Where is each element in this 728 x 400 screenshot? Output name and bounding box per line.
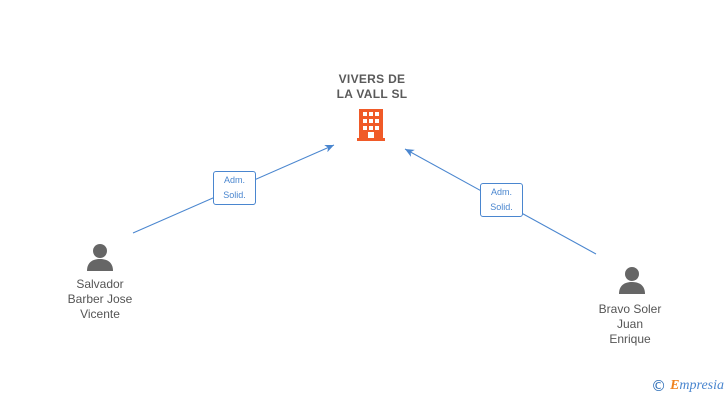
person-name-line: Barber Jose	[67, 292, 133, 306]
company-name[interactable]: VIVERS DE LA VALL SL	[322, 72, 422, 102]
copyright-icon: ©	[651, 377, 667, 395]
person-name-line: Vicente	[80, 307, 120, 321]
person-name-salvador[interactable]: Salvador Barber Jose Vicente	[50, 277, 150, 322]
brand-name: Empresia	[670, 378, 724, 394]
company-name-line: VIVERS DE	[338, 72, 406, 86]
brand-first-letter: E	[670, 378, 680, 393]
brand-rest: mpresia	[679, 378, 724, 393]
person-name-line: Bravo Soler	[598, 302, 662, 316]
company-name-line: LA VALL SL	[336, 87, 408, 101]
person-name-bravo[interactable]: Bravo Soler Juan Enrique	[580, 302, 680, 347]
person-name-line: Enrique	[609, 332, 651, 346]
person-name-line: Juan	[616, 317, 644, 331]
relation-label-line: Solid.	[223, 190, 246, 200]
building-icon	[357, 109, 385, 141]
person-icon	[87, 244, 113, 271]
empresia-watermark[interactable]: © Empresia	[651, 377, 724, 395]
relation-label-bravo: Adm. Solid.	[480, 183, 523, 217]
relation-label-line: Adm.	[490, 187, 512, 197]
relation-label-salvador: Adm. Solid.	[213, 171, 256, 205]
relation-label-line: Adm.	[223, 175, 245, 185]
relation-label-line: Solid.	[490, 202, 513, 212]
person-name-line: Salvador	[76, 277, 124, 291]
person-icon	[619, 267, 645, 294]
